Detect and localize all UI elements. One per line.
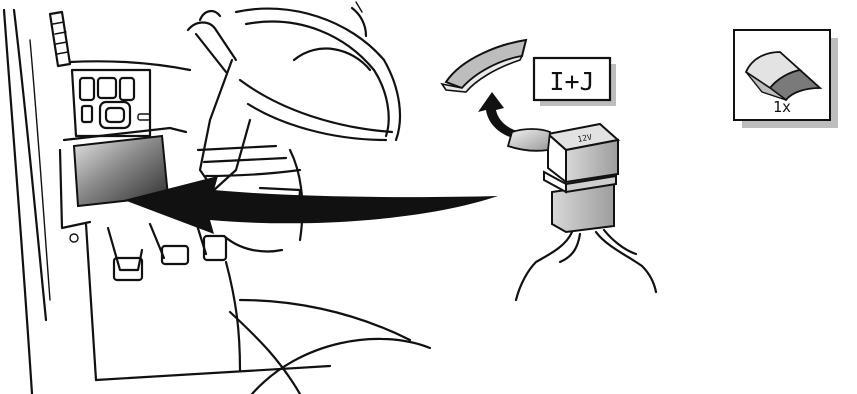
kit-content-box: 1x [734, 30, 838, 128]
obd-module: 12V [508, 124, 656, 300]
air-vent [50, 12, 70, 66]
kit-quantity: 1x [773, 98, 791, 116]
switch-panel [72, 70, 150, 136]
part-label-box: I+J [534, 58, 616, 106]
adhesive-pad-peeled [442, 40, 526, 92]
insert-arrow [124, 176, 498, 234]
steering-column [188, 11, 300, 190]
steering-wheel [236, 2, 400, 140]
part-label-text: I+J [549, 67, 594, 96]
